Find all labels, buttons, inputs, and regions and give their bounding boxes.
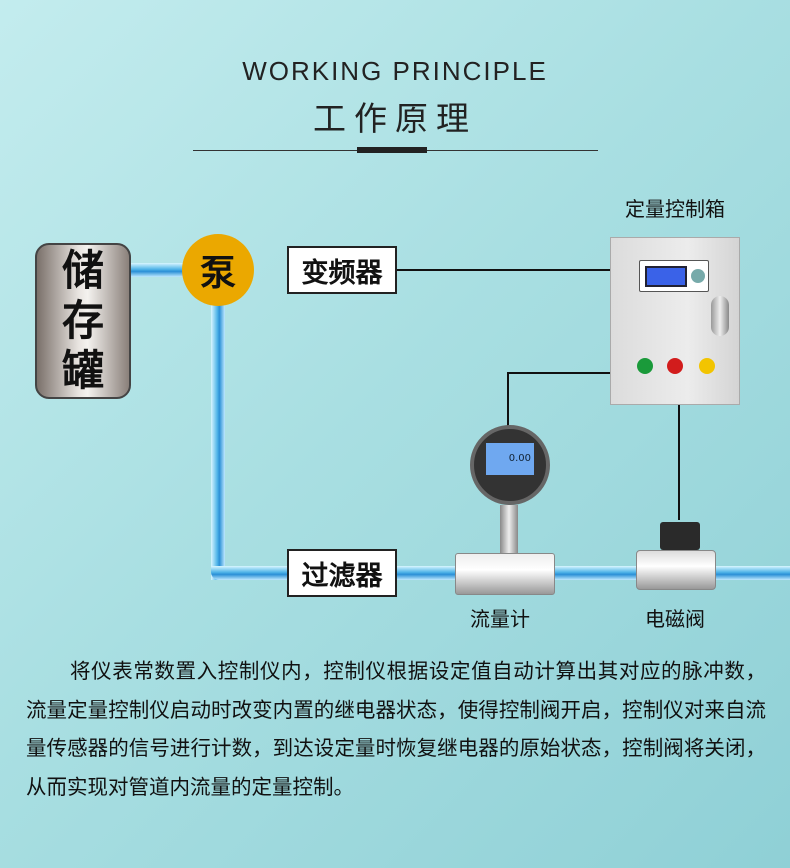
door-lock-icon [711, 296, 729, 336]
pipe-tank-pump [128, 263, 188, 277]
wire-control-meter-v [507, 372, 509, 432]
divider-accent [357, 147, 427, 153]
yellow-button [699, 358, 715, 374]
description-paragraph: 将仪表常数置入控制仪内，控制仪根据设定值自动计算出其对应的脉冲数，流量定量控制仪… [26, 659, 766, 799]
title-english: WORKING PRINCIPLE [242, 56, 548, 86]
solenoid-coil [660, 522, 700, 550]
tank-label: 罐 [61, 346, 104, 395]
green-button [637, 358, 653, 374]
pump: 泵 [182, 234, 254, 306]
title-chinese: 工作原理 [313, 99, 477, 138]
flow-meter-label: 流量计 [470, 607, 530, 631]
tank-label: 存 [61, 296, 104, 345]
filter-box: 过滤器 [287, 549, 397, 597]
vfd-box: 变频器 [287, 246, 397, 294]
tank-label: 储 [61, 246, 104, 295]
pipe-vertical [211, 300, 225, 580]
keypad-icon [691, 269, 705, 283]
red-button [667, 358, 683, 374]
flow-meter-stem [500, 505, 518, 555]
controller-panel [639, 260, 709, 292]
flow-meter-body [455, 553, 555, 595]
wire-control-valve [678, 405, 680, 520]
flow-meter-head: 0.00 [470, 425, 550, 505]
wire-control-meter-h [507, 372, 610, 374]
control-box-label: 定量控制箱 [625, 197, 725, 221]
controller-screen [645, 266, 687, 287]
solenoid-valve-body [636, 550, 716, 590]
storage-tank: 储 存 罐 [35, 243, 131, 399]
flow-meter-display: 0.00 [486, 443, 534, 475]
wire-vfd-control [396, 269, 610, 271]
solenoid-valve-label: 电磁阀 [645, 607, 705, 631]
control-box [610, 237, 740, 405]
